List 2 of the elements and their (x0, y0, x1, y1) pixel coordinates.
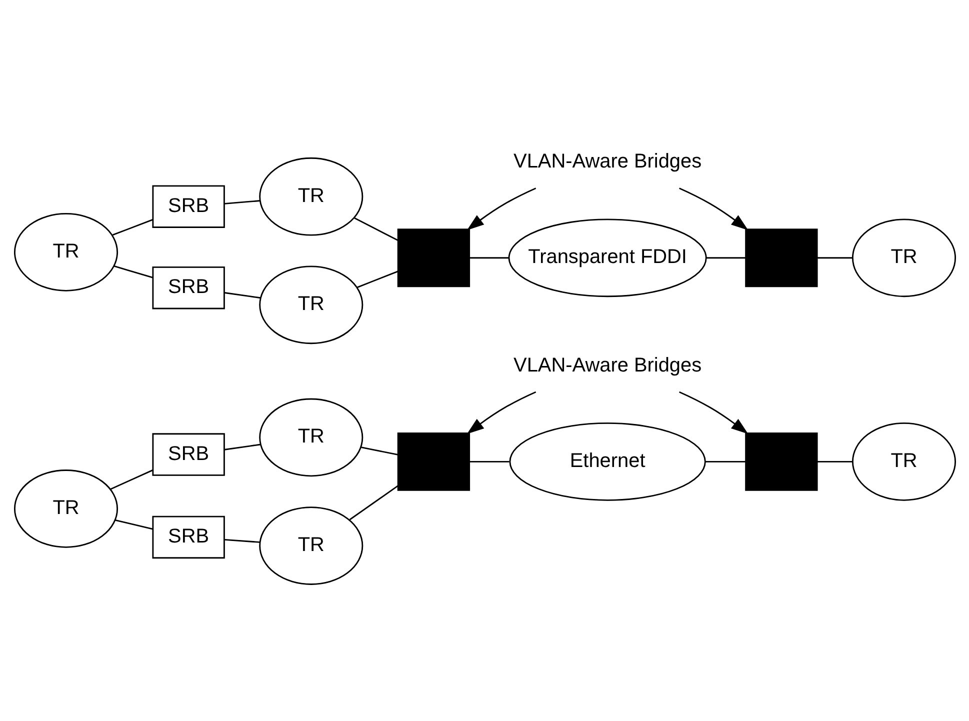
node-text: VLAN-Aware Bridges (513, 150, 702, 173)
node-text: VLAN-Aware Bridges (513, 354, 702, 376)
